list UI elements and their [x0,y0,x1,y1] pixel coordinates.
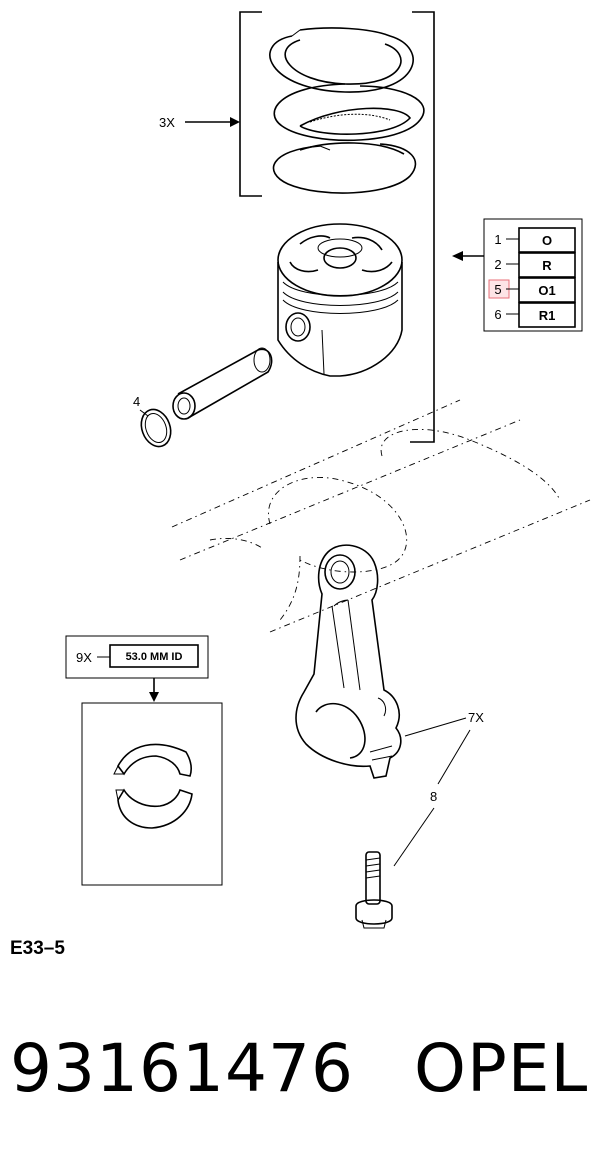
bearing-spec-label: 53.0 MM ID [126,651,183,663]
figure-code: E33–5 [10,938,65,959]
ring-index-label: 1 [494,232,501,247]
ring-index-label: 6 [494,307,501,322]
ring-code-label: O1 [538,283,555,298]
callout-rod-qty: 7X [404,710,484,737]
ring-code-cell [518,277,576,303]
footer: 93161476 OPEL [10,1030,595,1120]
bearing-qty-label: 9X [76,650,92,665]
piston-pin [172,347,273,420]
piston-rings [269,27,425,194]
rod-bolt [355,851,393,929]
ring-code-cell [518,302,576,328]
ring-code-label: R [542,258,552,273]
part-number: 93161476 [10,1030,354,1107]
bearing-shells [113,743,193,829]
ring-code-row: 6 R1 [494,302,576,328]
ring-code-label: O [542,233,552,248]
pin-clip: 4 [133,394,172,448]
ring-index-label: 2 [494,257,501,272]
assembly-bracket [410,11,435,443]
bolt-label: 8 [430,789,437,804]
rod-qty-label: 7X [468,710,484,725]
ring-set-bracket [239,11,262,197]
callout-bolt: 8 [393,729,471,867]
ring-code-row: 5 O1 [488,277,576,303]
bearing-spec-callout: 9X 53.0 MM ID [65,635,209,702]
rings-qty-label: 3X [159,115,175,130]
exploded-parts-diagram: 3X [65,11,591,929]
ring-index-label: 5 [494,282,501,297]
connecting-rod [295,544,402,779]
ring-code-label: R1 [539,308,556,323]
bearing-shells-box [81,702,223,886]
brand-name: OPEL [414,1030,589,1107]
cylinder-block-outline [171,399,591,633]
ring-code-cell [518,252,576,278]
ring-code-cell [518,227,576,253]
callout-rings-qty: 3X [159,115,240,130]
pin-clip-label: 4 [133,394,140,409]
piston [277,223,403,377]
